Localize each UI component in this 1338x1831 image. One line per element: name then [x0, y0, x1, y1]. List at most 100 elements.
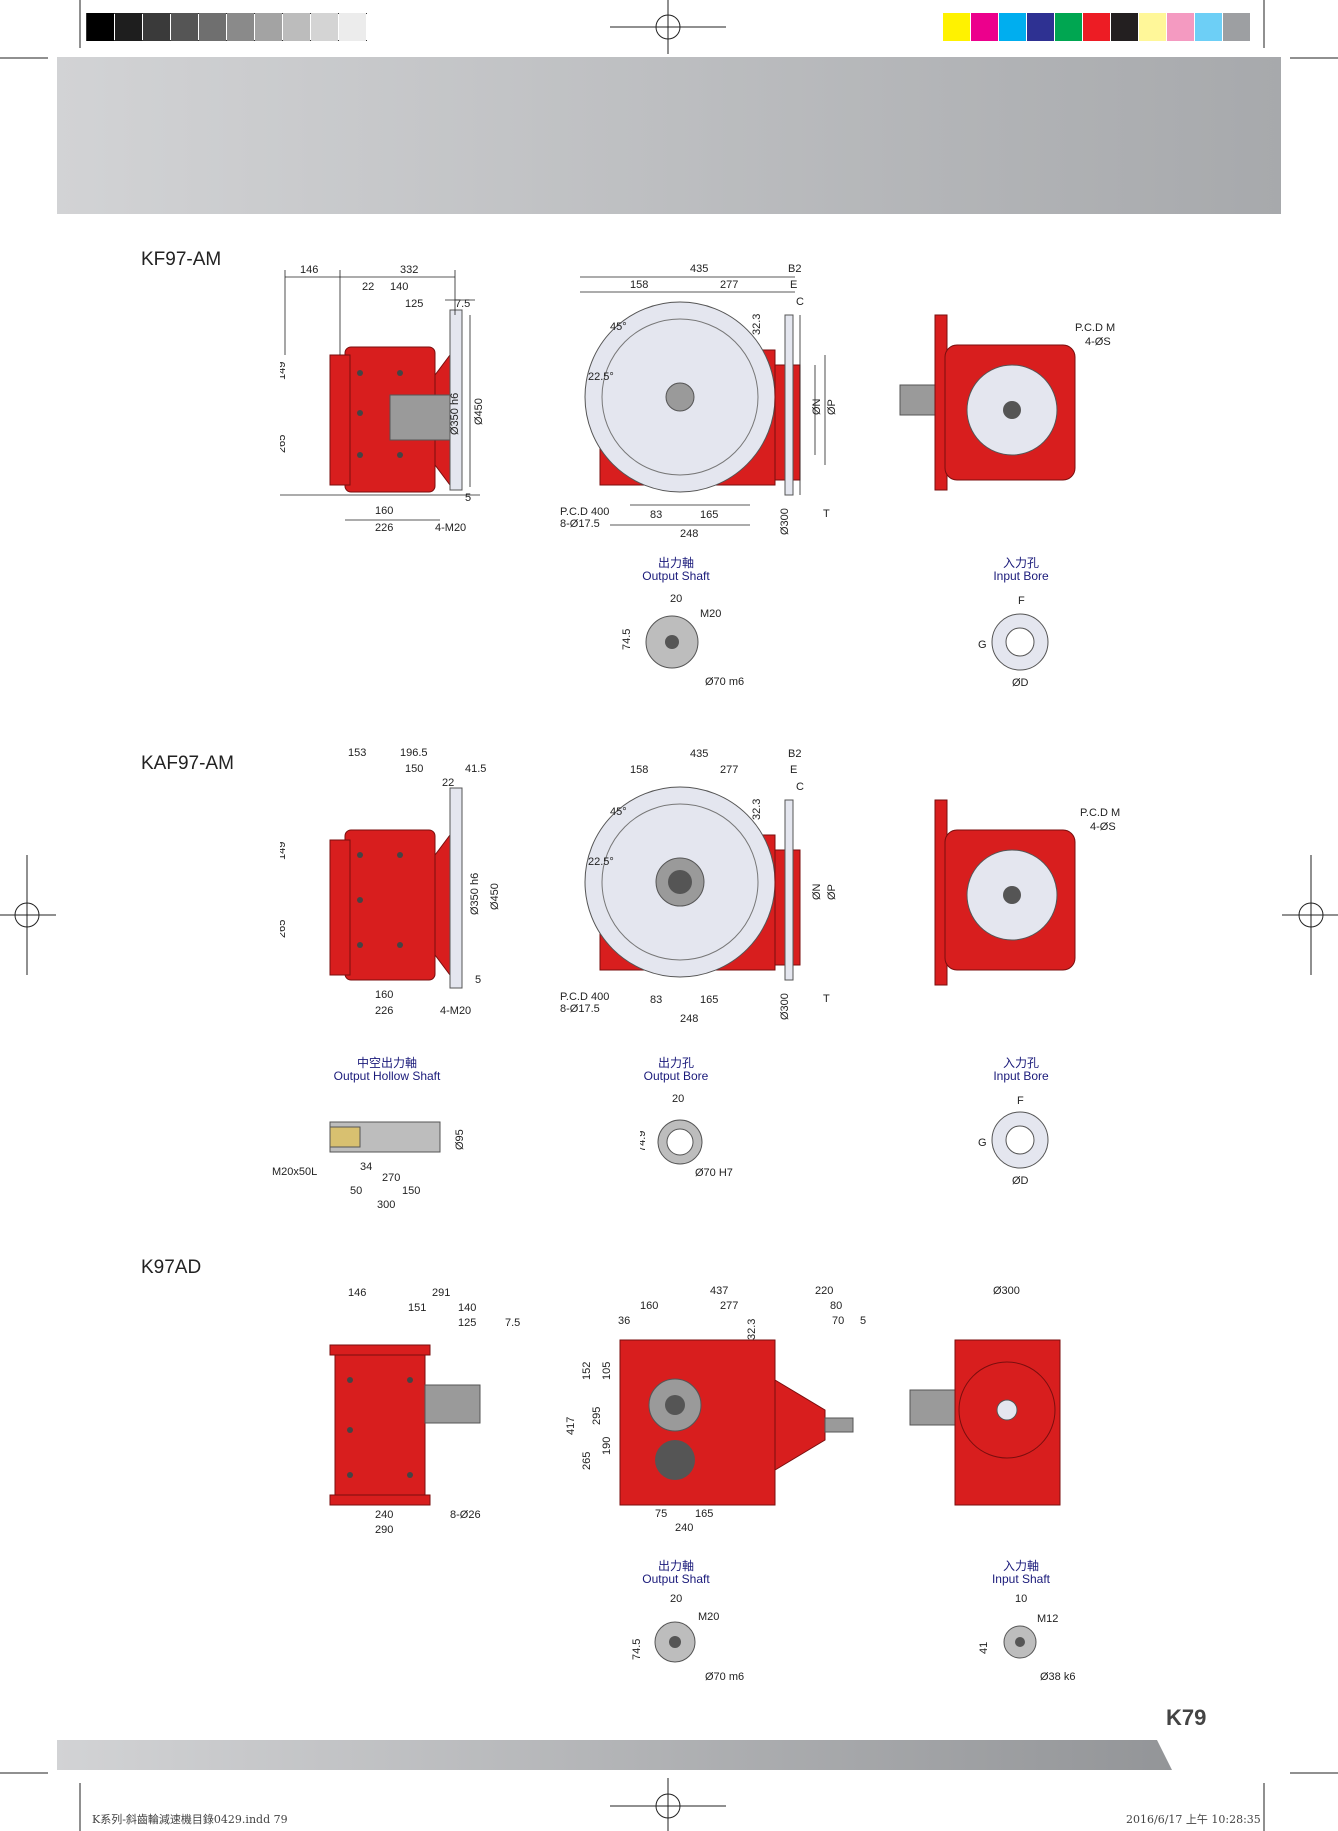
svg-text:Ø350 h6: Ø350 h6: [469, 873, 481, 915]
gray-swatch: [143, 13, 170, 41]
svg-text:290: 290: [375, 1524, 393, 1536]
svg-text:M20x50L: M20x50L: [272, 1166, 317, 1178]
footer-file-info: K系列-斜齒輪減速機目錄0429.indd 79: [92, 1813, 288, 1826]
svg-text:70: 70: [832, 1315, 844, 1327]
svg-text:C: C: [796, 296, 804, 308]
kf97am-output-shaft-detail: 20 M20 74.5 Ø70 m6: [621, 593, 744, 688]
kf97am-output-shaft: [389, 394, 451, 441]
svg-text:32.3: 32.3: [746, 1319, 758, 1340]
svg-text:7.5: 7.5: [505, 1317, 520, 1329]
color-swatch: [1083, 13, 1110, 41]
svg-text:248: 248: [680, 1013, 698, 1025]
svg-text:Ø350 h6: Ø350 h6: [449, 393, 461, 435]
svg-text:P.C.D M: P.C.D M: [1080, 807, 1120, 819]
svg-text:M12: M12: [1037, 1613, 1058, 1625]
svg-text:74.5: 74.5: [621, 629, 633, 650]
svg-text:10: 10: [1015, 1593, 1027, 1605]
svg-text:P.C.D M: P.C.D M: [1075, 322, 1115, 334]
svg-text:80: 80: [830, 1300, 842, 1312]
gray-swatch: [367, 13, 394, 41]
svg-text:153: 153: [348, 747, 366, 759]
gray-swatch: [255, 13, 282, 41]
svg-text:7.5: 7.5: [455, 298, 470, 310]
gray-swatch: [227, 13, 254, 41]
gray-swatch: [339, 13, 366, 41]
svg-text:240: 240: [375, 1509, 393, 1521]
svg-text:45°: 45°: [610, 806, 627, 818]
svg-text:22.5°: 22.5°: [588, 371, 614, 383]
svg-text:ØD: ØD: [1012, 1175, 1029, 1187]
svg-text:32.3: 32.3: [751, 314, 763, 335]
svg-text:Ø300: Ø300: [993, 1285, 1020, 1297]
svg-text:332: 332: [400, 264, 418, 276]
svg-text:4-M20: 4-M20: [435, 522, 466, 534]
svg-text:B2: B2: [788, 263, 801, 275]
svg-text:248: 248: [680, 528, 698, 540]
svg-text:4-ØS: 4-ØS: [1085, 336, 1111, 348]
svg-text:160: 160: [640, 1300, 658, 1312]
gray-swatch: [87, 13, 114, 41]
svg-text:265: 265: [280, 435, 288, 453]
svg-text:277: 277: [720, 1300, 738, 1312]
svg-text:Ø70 m6: Ø70 m6: [705, 1671, 744, 1683]
svg-text:74.5: 74.5: [631, 1639, 643, 1660]
color-swatch: [943, 13, 970, 41]
svg-text:ØN: ØN: [811, 398, 823, 415]
svg-text:P.C.D 400: P.C.D 400: [560, 991, 609, 1003]
svg-text:74.9: 74.9: [640, 1131, 648, 1152]
kf97am-front-shaft: [665, 382, 695, 412]
color-swatch: [1167, 13, 1194, 41]
svg-text:41.5: 41.5: [465, 763, 486, 775]
svg-text:Ø38 k6: Ø38 k6: [1040, 1671, 1075, 1683]
svg-text:Ø70 m6: Ø70 m6: [705, 676, 744, 688]
k97ad-drawings: 146 291 151 140 125 7.5 240 290 8-Ø26 43…: [329, 1285, 1061, 1536]
svg-text:F: F: [1018, 595, 1025, 607]
svg-text:83: 83: [650, 509, 662, 521]
kaf97am-hollow-shaft-detail: M20x50L 34 270 50 150 300 Ø95: [272, 1121, 466, 1211]
kaf97am-drawings: 153 196.5 150 41.5 22 149 414 265 Ø350 h…: [280, 747, 1120, 1025]
svg-text:240: 240: [675, 1522, 693, 1534]
svg-text:158: 158: [630, 764, 648, 776]
svg-text:32.3: 32.3: [751, 799, 763, 820]
model-title-k97ad: K97AD: [141, 1257, 202, 1278]
svg-text:5: 5: [475, 974, 481, 986]
svg-text:160: 160: [375, 505, 393, 517]
svg-text:196.5: 196.5: [400, 747, 428, 759]
svg-text:435: 435: [690, 748, 708, 760]
footer-timestamp: 2016/6/17 上午 10:28:35: [1126, 1813, 1261, 1826]
svg-text:190: 190: [601, 1437, 613, 1455]
svg-text:226: 226: [375, 522, 393, 534]
footer-bar: [57, 1740, 1172, 1770]
svg-text:5: 5: [465, 492, 471, 504]
svg-text:75: 75: [655, 1508, 667, 1520]
kf97am-input-bore-detail: F G ØD: [978, 595, 1049, 689]
gray-swatch: [115, 13, 142, 41]
svg-text:Ø300: Ø300: [779, 993, 791, 1020]
gray-swatch: [311, 13, 338, 41]
svg-text:20: 20: [670, 1593, 682, 1605]
svg-text:Ø450: Ø450: [473, 398, 485, 425]
svg-text:265: 265: [581, 1452, 593, 1470]
svg-text:C: C: [796, 781, 804, 793]
svg-text:4-M20: 4-M20: [440, 1005, 471, 1017]
svg-text:152: 152: [581, 1362, 593, 1380]
svg-text:ØN: ØN: [811, 883, 823, 900]
svg-text:105: 105: [601, 1362, 613, 1380]
svg-text:83: 83: [650, 994, 662, 1006]
color-swatch: [1195, 13, 1222, 41]
color-swatch: [1055, 13, 1082, 41]
svg-text:125: 125: [405, 298, 423, 310]
gray-swatch: [283, 13, 310, 41]
svg-text:220: 220: [815, 1285, 833, 1297]
k97ad-output-shaft-detail: 20 M20 74.5 Ø70 m6: [631, 1593, 744, 1683]
svg-text:5: 5: [860, 1315, 866, 1327]
svg-text:ØD: ØD: [1012, 677, 1029, 689]
color-swatch: [1111, 13, 1138, 41]
svg-text:T: T: [823, 508, 830, 520]
svg-text:150: 150: [402, 1185, 420, 1197]
svg-text:270: 270: [382, 1172, 400, 1184]
